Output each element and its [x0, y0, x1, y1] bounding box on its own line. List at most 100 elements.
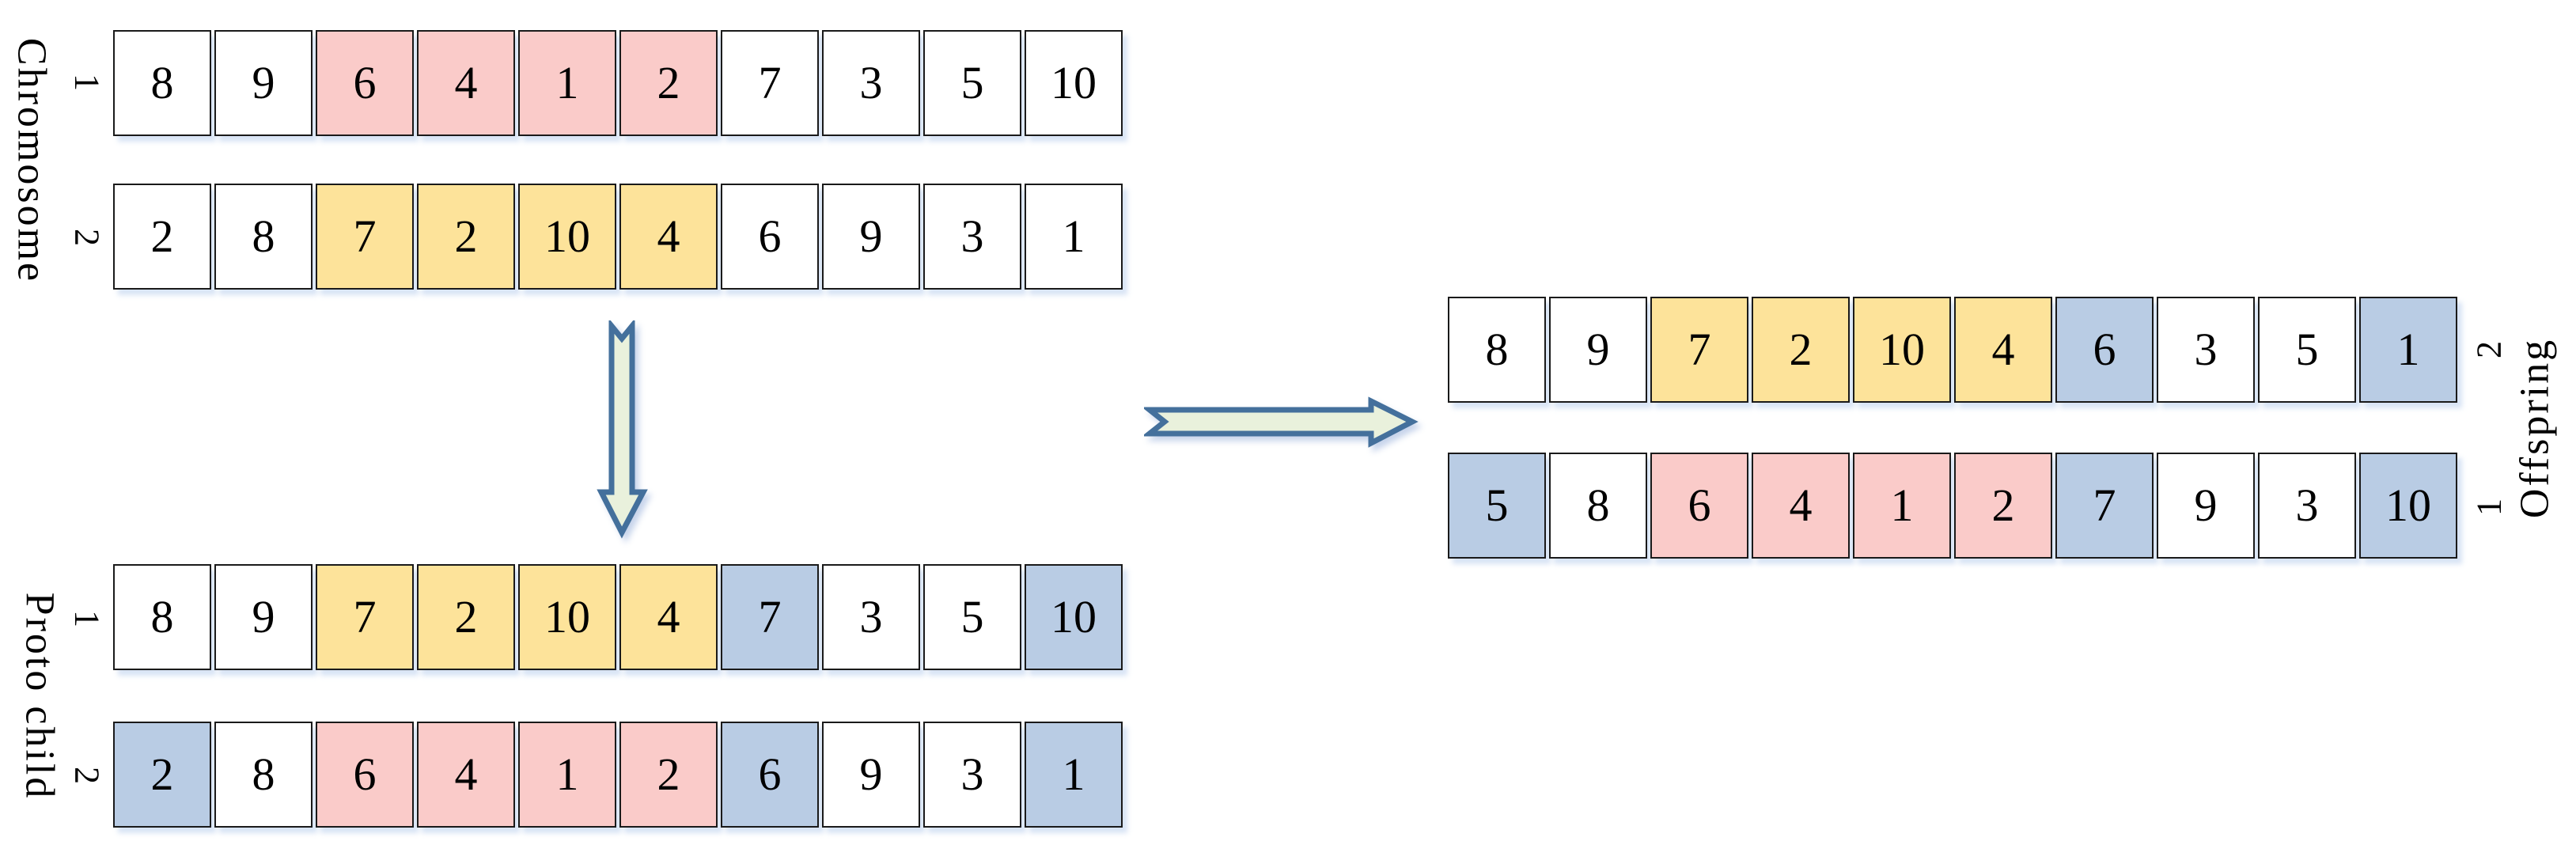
cell-value: 7: [758, 57, 782, 108]
cell-value: 4: [657, 591, 680, 642]
right-arrow-icon: [1144, 396, 1419, 448]
cell: 4: [619, 564, 718, 670]
cell-value: 10: [1051, 591, 1097, 642]
cell: 9: [1549, 297, 1647, 403]
cell-value: 6: [758, 748, 782, 800]
cell: 6: [721, 184, 819, 290]
right-arrow-shape: [1144, 396, 1419, 448]
cell: 5: [923, 564, 1021, 670]
cell: 8: [1448, 297, 1546, 403]
down-arrow-shape: [597, 320, 648, 539]
cell-value: 7: [353, 210, 377, 262]
cell-value: 3: [960, 210, 984, 262]
cell-value: 10: [2385, 479, 2431, 531]
cell: 3: [2157, 297, 2255, 403]
cell-value: 1: [1062, 210, 1085, 262]
offspring-row-2-label: 2: [2469, 341, 2509, 358]
cell: 5: [1448, 453, 1546, 559]
cell-value: 6: [2093, 324, 2116, 375]
cell: 9: [2157, 453, 2255, 559]
cell-value: 1: [555, 57, 579, 108]
cell-value: 3: [859, 591, 883, 642]
cell: 1: [2359, 297, 2457, 403]
cell-value: 9: [1586, 324, 1610, 375]
cell-value: 8: [1485, 324, 1509, 375]
cell: 2: [1752, 297, 1850, 403]
cell: 4: [417, 30, 515, 136]
cell: 9: [822, 722, 920, 828]
cell-value: 6: [353, 748, 377, 800]
cell: 7: [721, 564, 819, 670]
cell: 2: [1954, 453, 2052, 559]
cell: 10: [2359, 453, 2457, 559]
cell-value: 4: [454, 57, 478, 108]
cell-value: 2: [657, 57, 680, 108]
cell-value: 9: [859, 748, 883, 800]
cell: 10: [518, 184, 616, 290]
cell: 1: [1025, 722, 1123, 828]
cell-value: 4: [454, 748, 478, 800]
cell-value: 7: [353, 591, 377, 642]
cell: 7: [721, 30, 819, 136]
cell: 1: [518, 722, 616, 828]
cell-value: 2: [454, 591, 478, 642]
cell: 10: [518, 564, 616, 670]
cell-value: 6: [353, 57, 377, 108]
cell: 8: [1549, 453, 1647, 559]
cell: 8: [113, 30, 211, 136]
cell: 6: [2055, 297, 2154, 403]
cell-value: 5: [960, 591, 984, 642]
cell: 1: [518, 30, 616, 136]
cell-value: 7: [1688, 324, 1711, 375]
cell: 10: [1025, 30, 1123, 136]
down-arrow-icon: [597, 320, 648, 539]
cell-value: 3: [859, 57, 883, 108]
cell: 1: [1025, 184, 1123, 290]
cell-value: 8: [1586, 479, 1610, 531]
cell-value: 5: [2295, 324, 2319, 375]
cell: 10: [1025, 564, 1123, 670]
cell: 3: [822, 564, 920, 670]
cell-value: 2: [1991, 479, 2015, 531]
cell-value: 9: [859, 210, 883, 262]
cell: 4: [417, 722, 515, 828]
cell: 3: [2258, 453, 2356, 559]
cell: 2: [417, 184, 515, 290]
cell: 2: [113, 722, 211, 828]
cell-value: 5: [960, 57, 984, 108]
cell: 2: [619, 30, 718, 136]
cell: 6: [1650, 453, 1748, 559]
cell: 5: [2258, 297, 2356, 403]
cell: 6: [316, 722, 414, 828]
offspring-row-1-label: 1: [2469, 498, 2509, 516]
cell-value: 2: [150, 748, 174, 800]
cell: 5: [923, 30, 1021, 136]
cell: 3: [822, 30, 920, 136]
cell: 7: [1650, 297, 1748, 403]
cell-value: 6: [758, 210, 782, 262]
cell: 4: [619, 184, 718, 290]
cell: 8: [113, 564, 211, 670]
cell-value: 5: [1485, 479, 1509, 531]
cell-value: 8: [150, 57, 174, 108]
cell-value: 2: [150, 210, 174, 262]
cell: 7: [316, 184, 414, 290]
cell: 8: [214, 184, 313, 290]
cell-value: 3: [960, 748, 984, 800]
cell: 6: [721, 722, 819, 828]
cell: 9: [214, 30, 313, 136]
cell-value: 4: [1991, 324, 2015, 375]
cell-value: 6: [1688, 479, 1711, 531]
cell: 4: [1752, 453, 1850, 559]
cell-value: 7: [758, 591, 782, 642]
cell-value: 1: [1062, 748, 1085, 800]
cell-value: 10: [544, 591, 590, 642]
cell-value: 1: [2396, 324, 2420, 375]
cell-value: 2: [1789, 324, 1813, 375]
cell-value: 3: [2194, 324, 2218, 375]
